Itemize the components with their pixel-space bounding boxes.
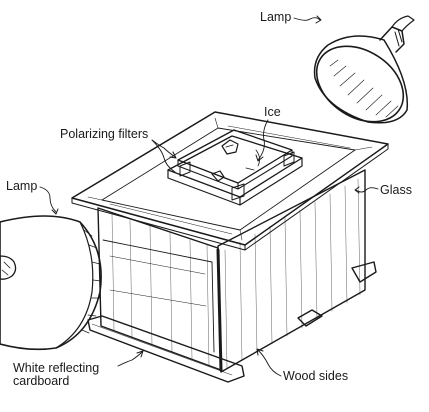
svg-text:Polarizing filters: Polarizing filters <box>60 127 148 141</box>
left-lamp <box>0 215 102 351</box>
label-wood-sides: Wood sides <box>256 348 348 383</box>
svg-text:Lamp: Lamp <box>260 10 291 24</box>
svg-text:Glass: Glass <box>380 183 412 197</box>
label-polarizing-filters: Polarizing filters <box>60 127 177 173</box>
label-white-reflecting-cardboard: White reflecting cardboard <box>13 350 144 388</box>
svg-text:Wood sides: Wood sides <box>283 369 348 383</box>
svg-text:cardboard: cardboard <box>13 374 69 388</box>
svg-text:Ice: Ice <box>264 105 281 119</box>
svg-text:White reflecting: White reflecting <box>13 361 99 375</box>
glass-top <box>71 111 389 251</box>
wood-box <box>87 169 377 383</box>
label-ice: Ice <box>255 105 281 162</box>
top-lamp <box>313 15 415 124</box>
label-lamp-top: Lamp <box>260 10 322 24</box>
label-lamp-left: Lamp <box>6 179 59 215</box>
polarizing-filters <box>167 129 303 206</box>
label-glass: Glass <box>354 183 412 197</box>
svg-text:Lamp: Lamp <box>6 179 37 193</box>
